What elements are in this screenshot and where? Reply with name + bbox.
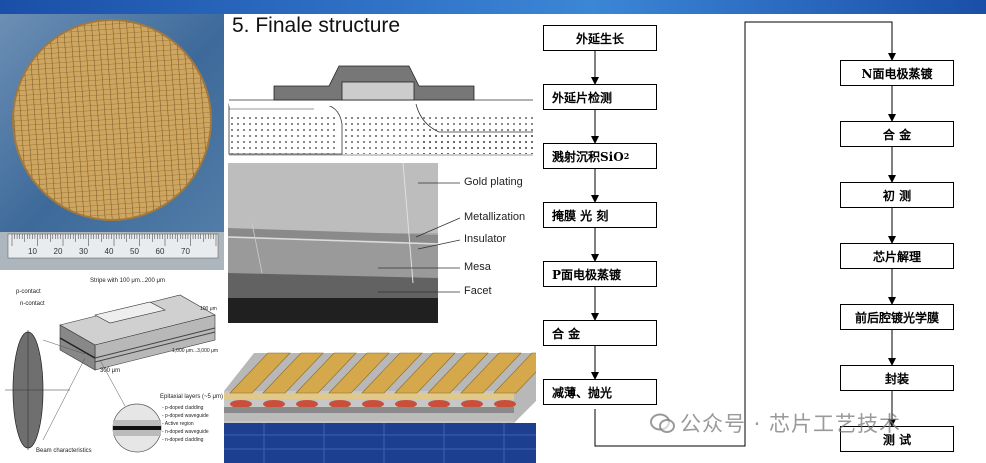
watermark-text: 公众号 · 芯片工艺技术	[650, 408, 901, 438]
active-region-mark	[428, 400, 450, 408]
gold-stripe	[361, 352, 423, 394]
gold-stripe	[394, 352, 456, 394]
active-region-mark	[461, 400, 483, 408]
epi-layer-item: - n-doped cladding	[162, 437, 204, 443]
insulator-label: Insulator	[464, 233, 507, 245]
flow-step-right: N面电极蒸镀	[840, 60, 954, 86]
gold-stripe	[229, 352, 291, 394]
thickness-label: 100 μm	[200, 306, 217, 312]
wafer-photo: 10 20 30 40 50 60 70	[0, 14, 224, 270]
active-region-mark	[296, 400, 318, 408]
metallization-label: Metallization	[464, 211, 526, 223]
width-label: 300 μm	[100, 368, 121, 374]
active-region-mark	[362, 400, 384, 408]
laser-diagram	[5, 294, 216, 453]
active-region-mark	[230, 400, 252, 408]
active-region-mark	[329, 400, 351, 408]
active-region-mark	[494, 400, 516, 408]
epi-title-label: Epitaxial layers (~5 μm)	[160, 394, 223, 400]
sem-micrograph	[228, 163, 439, 323]
ruler-tick-label: 60	[155, 247, 165, 256]
p-contact-label: p-contact	[16, 289, 41, 295]
gold-stripe	[493, 352, 536, 394]
flow-step-left: 掩膜 光 刻	[543, 202, 657, 228]
mesa-label: Mesa	[464, 261, 491, 273]
finale-structure-panel: 5. Finale structure	[224, 14, 540, 157]
ruler-tick-label: 70	[181, 247, 190, 256]
gold-stripe	[295, 352, 357, 394]
ruler-tick-label: 50	[130, 247, 139, 256]
flow-step-left: P面电极蒸镀	[543, 261, 657, 287]
active-region-mark	[263, 400, 285, 408]
n-contact-label: n-contact	[20, 301, 45, 307]
facet-label: Facet	[464, 285, 492, 297]
flowchart-connectors	[591, 21, 896, 447]
gold-stripe	[328, 352, 390, 394]
watermark-label: 公众号 · 芯片工艺技术	[680, 412, 902, 436]
flow-step-right: 合 金	[840, 121, 954, 147]
top-banner	[0, 0, 986, 14]
stripe-width-label: Stripe with 100 μm...200 μm	[90, 278, 165, 284]
flow-step-left: 外延生长	[543, 25, 657, 51]
wafer-illustration	[0, 14, 224, 270]
ruler-tick-label: 20	[53, 247, 63, 256]
laser-bar-3d	[224, 323, 536, 463]
epi-layer-item: - Active region	[162, 421, 194, 427]
laser-bar-illustration	[224, 352, 536, 463]
ruler-tick-label: 10	[28, 247, 37, 256]
laser-schematic: Stripe with 100 μm...200 μm p-contact n-…	[0, 270, 224, 463]
flow-step-right: 封装	[840, 365, 954, 391]
epi-layer-item: - p-doped waveguide	[162, 413, 209, 419]
sem-image-panel: Gold plating Metallization Insulator Mes…	[228, 163, 540, 323]
epi-layer-item: - n-doped waveguide	[162, 429, 209, 435]
gold-stripe	[460, 352, 522, 394]
ruler-tick-label: 30	[79, 247, 88, 256]
flow-step-right: 初 测	[840, 182, 954, 208]
flow-step-right: 芯片解理	[840, 243, 954, 269]
gold-plating-label: Gold plating	[464, 176, 523, 188]
wechat-icon	[650, 412, 676, 434]
length-label: 1,000 μm...3,000 μm	[172, 348, 219, 354]
flow-step-left: 减薄、抛光	[543, 379, 657, 405]
flow-step-right: 测 试	[840, 426, 954, 452]
finale-title: 5. Finale structure	[232, 14, 401, 37]
active-region-mark	[395, 400, 417, 408]
flow-step-right: 前后腔镀光学膜	[840, 304, 954, 330]
sem-leader-lines	[378, 182, 461, 293]
beam-label: Beam characteristics	[36, 448, 92, 454]
epi-layer-item: - p-doped cladding	[162, 405, 204, 411]
gold-stripe	[262, 352, 324, 394]
ruler-tick-label: 40	[104, 247, 114, 256]
gold-stripe	[427, 352, 489, 394]
flow-step-left: 合 金	[543, 320, 657, 346]
epi-layer-list: - p-doped cladding - p-doped waveguide - A…	[162, 404, 209, 444]
flow-step-left: 外延片检测	[543, 84, 657, 110]
finale-cross-section	[228, 65, 533, 156]
